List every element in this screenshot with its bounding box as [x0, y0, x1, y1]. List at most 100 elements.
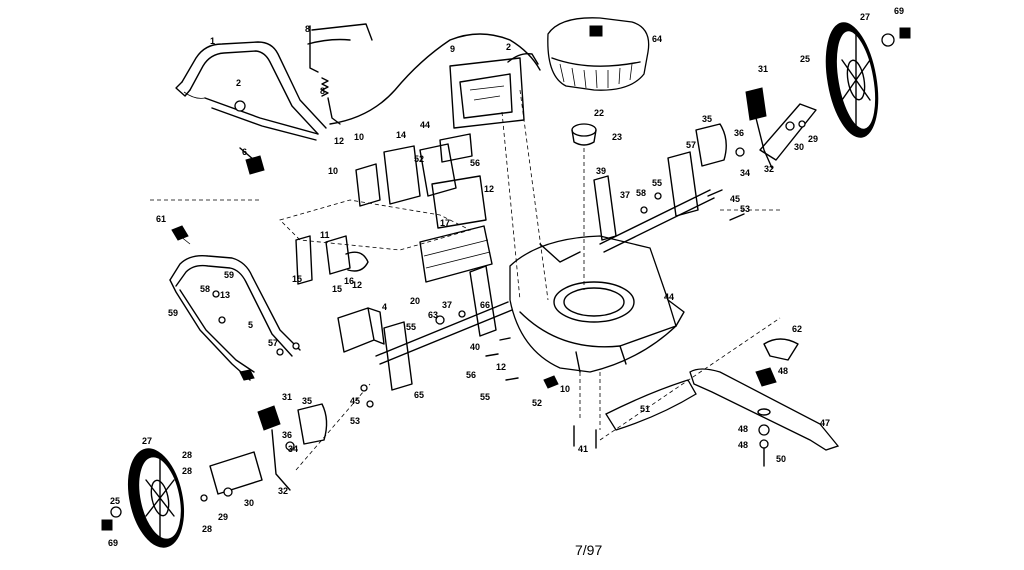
- callout-12: 12: [484, 184, 494, 194]
- right-adjuster-lever: [745, 87, 773, 169]
- callout-2: 2: [236, 78, 241, 88]
- callout-28: 28: [182, 466, 192, 476]
- callout-12: 12: [496, 362, 506, 372]
- callout-8: 8: [305, 24, 310, 34]
- control-panel: [449, 57, 525, 129]
- callout-65: 65: [414, 390, 424, 400]
- callout-63: 63: [428, 310, 438, 320]
- right-hubcap: [899, 27, 911, 39]
- callout-58: 58: [200, 284, 210, 294]
- callout-55: 55: [480, 392, 490, 402]
- callout-22: 22: [594, 108, 604, 118]
- callout-labels: 1225688910101011121212121314151516172022…: [108, 6, 904, 548]
- callout-58: 58: [636, 188, 646, 198]
- callout-30: 30: [794, 142, 804, 152]
- baffle: [605, 379, 697, 431]
- callout-28: 28: [182, 450, 192, 460]
- callout-41: 41: [578, 444, 588, 454]
- callout-8: 8: [320, 86, 325, 96]
- callout-27: 27: [860, 12, 870, 22]
- callout-56: 56: [466, 370, 476, 380]
- rear-axle-brackets: [295, 235, 369, 285]
- callout-45: 45: [730, 194, 740, 204]
- callout-20: 20: [410, 296, 420, 306]
- footer-date: 7/97: [575, 542, 603, 558]
- callout-27: 27: [142, 436, 152, 446]
- callout-12: 12: [352, 280, 362, 290]
- callout-47: 47: [820, 418, 830, 428]
- callout-48: 48: [738, 440, 748, 450]
- callout-57: 57: [686, 140, 696, 150]
- callout-34: 34: [288, 444, 298, 454]
- blade-washer-2: [759, 439, 769, 449]
- right-adjuster-plate: [695, 123, 727, 167]
- front-wheel-plate: [667, 151, 699, 217]
- callout-25: 25: [800, 54, 810, 64]
- callout-51: 51: [640, 404, 650, 414]
- callout-45: 45: [350, 396, 360, 406]
- deflector-62: [763, 338, 799, 361]
- callout-12: 12: [334, 136, 344, 146]
- callout-35: 35: [302, 396, 312, 406]
- callout-57: 57: [268, 338, 278, 348]
- callout-32: 32: [278, 486, 288, 496]
- callout-52: 52: [532, 398, 542, 408]
- callout-36: 36: [282, 430, 292, 440]
- callout-61: 61: [156, 214, 166, 224]
- cutting-blade: [689, 368, 840, 451]
- lower-handle: [169, 254, 301, 381]
- callout-37: 37: [442, 300, 452, 310]
- rear-wheel-plate: [383, 321, 413, 391]
- callout-53: 53: [350, 416, 360, 426]
- blade-washer: [758, 424, 770, 436]
- callout-6: 6: [242, 147, 247, 157]
- callout-31: 31: [758, 64, 768, 74]
- right-wheel: [825, 22, 879, 138]
- callout-4: 4: [382, 302, 387, 312]
- left-adjuster-lever: [257, 405, 291, 491]
- callout-29: 29: [218, 512, 228, 522]
- engine: [547, 17, 650, 91]
- callout-15: 15: [292, 274, 302, 284]
- callout-55: 55: [652, 178, 662, 188]
- assembly-lines: [150, 89, 781, 471]
- left-axle-arm: [209, 451, 263, 495]
- callout-28: 28: [202, 524, 212, 534]
- handle-bolt: [234, 100, 246, 112]
- callout-17: 17: [440, 218, 450, 228]
- callout-40: 40: [470, 342, 480, 352]
- rear-axle: [375, 301, 513, 365]
- callout-35: 35: [702, 114, 712, 124]
- callout-59: 59: [224, 270, 234, 280]
- callout-31: 31: [282, 392, 292, 402]
- rear-height-bracket: [469, 265, 497, 337]
- callout-62: 62: [792, 324, 802, 334]
- callout-44: 44: [664, 292, 674, 302]
- callout-37: 37: [620, 190, 630, 200]
- callout-10: 10: [328, 166, 338, 176]
- callout-14: 14: [396, 130, 406, 140]
- callout-1: 1: [210, 36, 215, 46]
- mower-deck: [509, 235, 685, 373]
- callout-53: 53: [740, 204, 750, 214]
- callout-64: 64: [652, 34, 662, 44]
- callout-15: 15: [332, 284, 342, 294]
- control-bail: [307, 23, 373, 73]
- left-hubcap: [101, 519, 113, 531]
- callout-13: 13: [220, 290, 230, 300]
- front-height-bracket: [593, 175, 617, 241]
- blade-adapter-top: [755, 367, 777, 387]
- front-axle: [599, 189, 715, 253]
- callout-69: 69: [108, 538, 118, 548]
- callout-9: 9: [450, 44, 455, 54]
- callout-36: 36: [734, 128, 744, 138]
- callout-52: 52: [414, 154, 424, 164]
- left-adjuster-plate: [297, 403, 328, 445]
- callout-2: 2: [506, 42, 511, 52]
- callout-29: 29: [808, 134, 818, 144]
- callout-48: 48: [738, 424, 748, 434]
- callout-34: 34: [740, 168, 750, 178]
- lower-knob: [171, 225, 191, 245]
- callout-56: 56: [470, 158, 480, 168]
